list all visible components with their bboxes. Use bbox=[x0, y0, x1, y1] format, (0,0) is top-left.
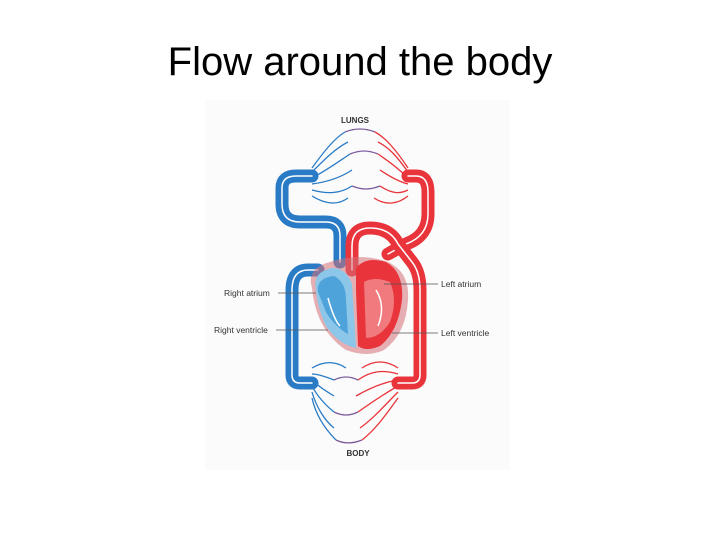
oxygenated-vessels bbox=[345, 169, 435, 390]
left-atrium-label: Left atrium bbox=[441, 279, 481, 289]
lungs-label: LUNGS bbox=[341, 116, 370, 125]
left-ventricle-label: Left ventricle bbox=[441, 328, 489, 338]
right-atrium-label: Right atrium bbox=[224, 288, 270, 298]
deoxygenated-vessels bbox=[275, 169, 347, 390]
body-label: BODY bbox=[346, 449, 370, 458]
right-ventricle-label: Right ventricle bbox=[214, 325, 268, 335]
label-pointers bbox=[276, 283, 438, 334]
circulation-diagram: LUNGS BODY Right atrium Right ventricle … bbox=[205, 100, 510, 470]
heart bbox=[310, 257, 409, 354]
slide-title: Flow around the body bbox=[167, 40, 553, 84]
